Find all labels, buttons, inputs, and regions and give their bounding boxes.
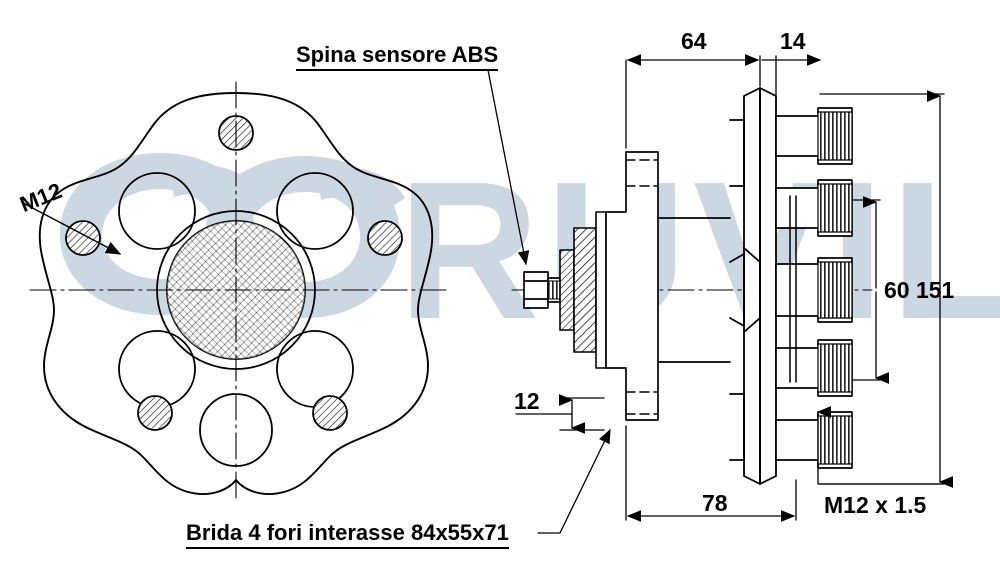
svg-text:RUVILLE: RUVILLE <box>398 141 1000 360</box>
dimension-12: 12 <box>514 388 540 414</box>
face-view <box>24 81 449 501</box>
dimension-14: 14 <box>780 28 806 54</box>
thread-label-section: M12 x 1.5 <box>824 492 927 518</box>
flange-label: Brida 4 fori interasse 84x55x71 <box>186 520 509 549</box>
dimension-64: 64 <box>681 28 707 54</box>
dimension-60-151: 60 151 <box>884 277 955 303</box>
abs-sensor-label: Spina sensore ABS <box>296 42 499 71</box>
dimension-78: 78 <box>702 490 728 516</box>
dimension-lines <box>515 54 953 522</box>
section-view <box>511 87 873 485</box>
